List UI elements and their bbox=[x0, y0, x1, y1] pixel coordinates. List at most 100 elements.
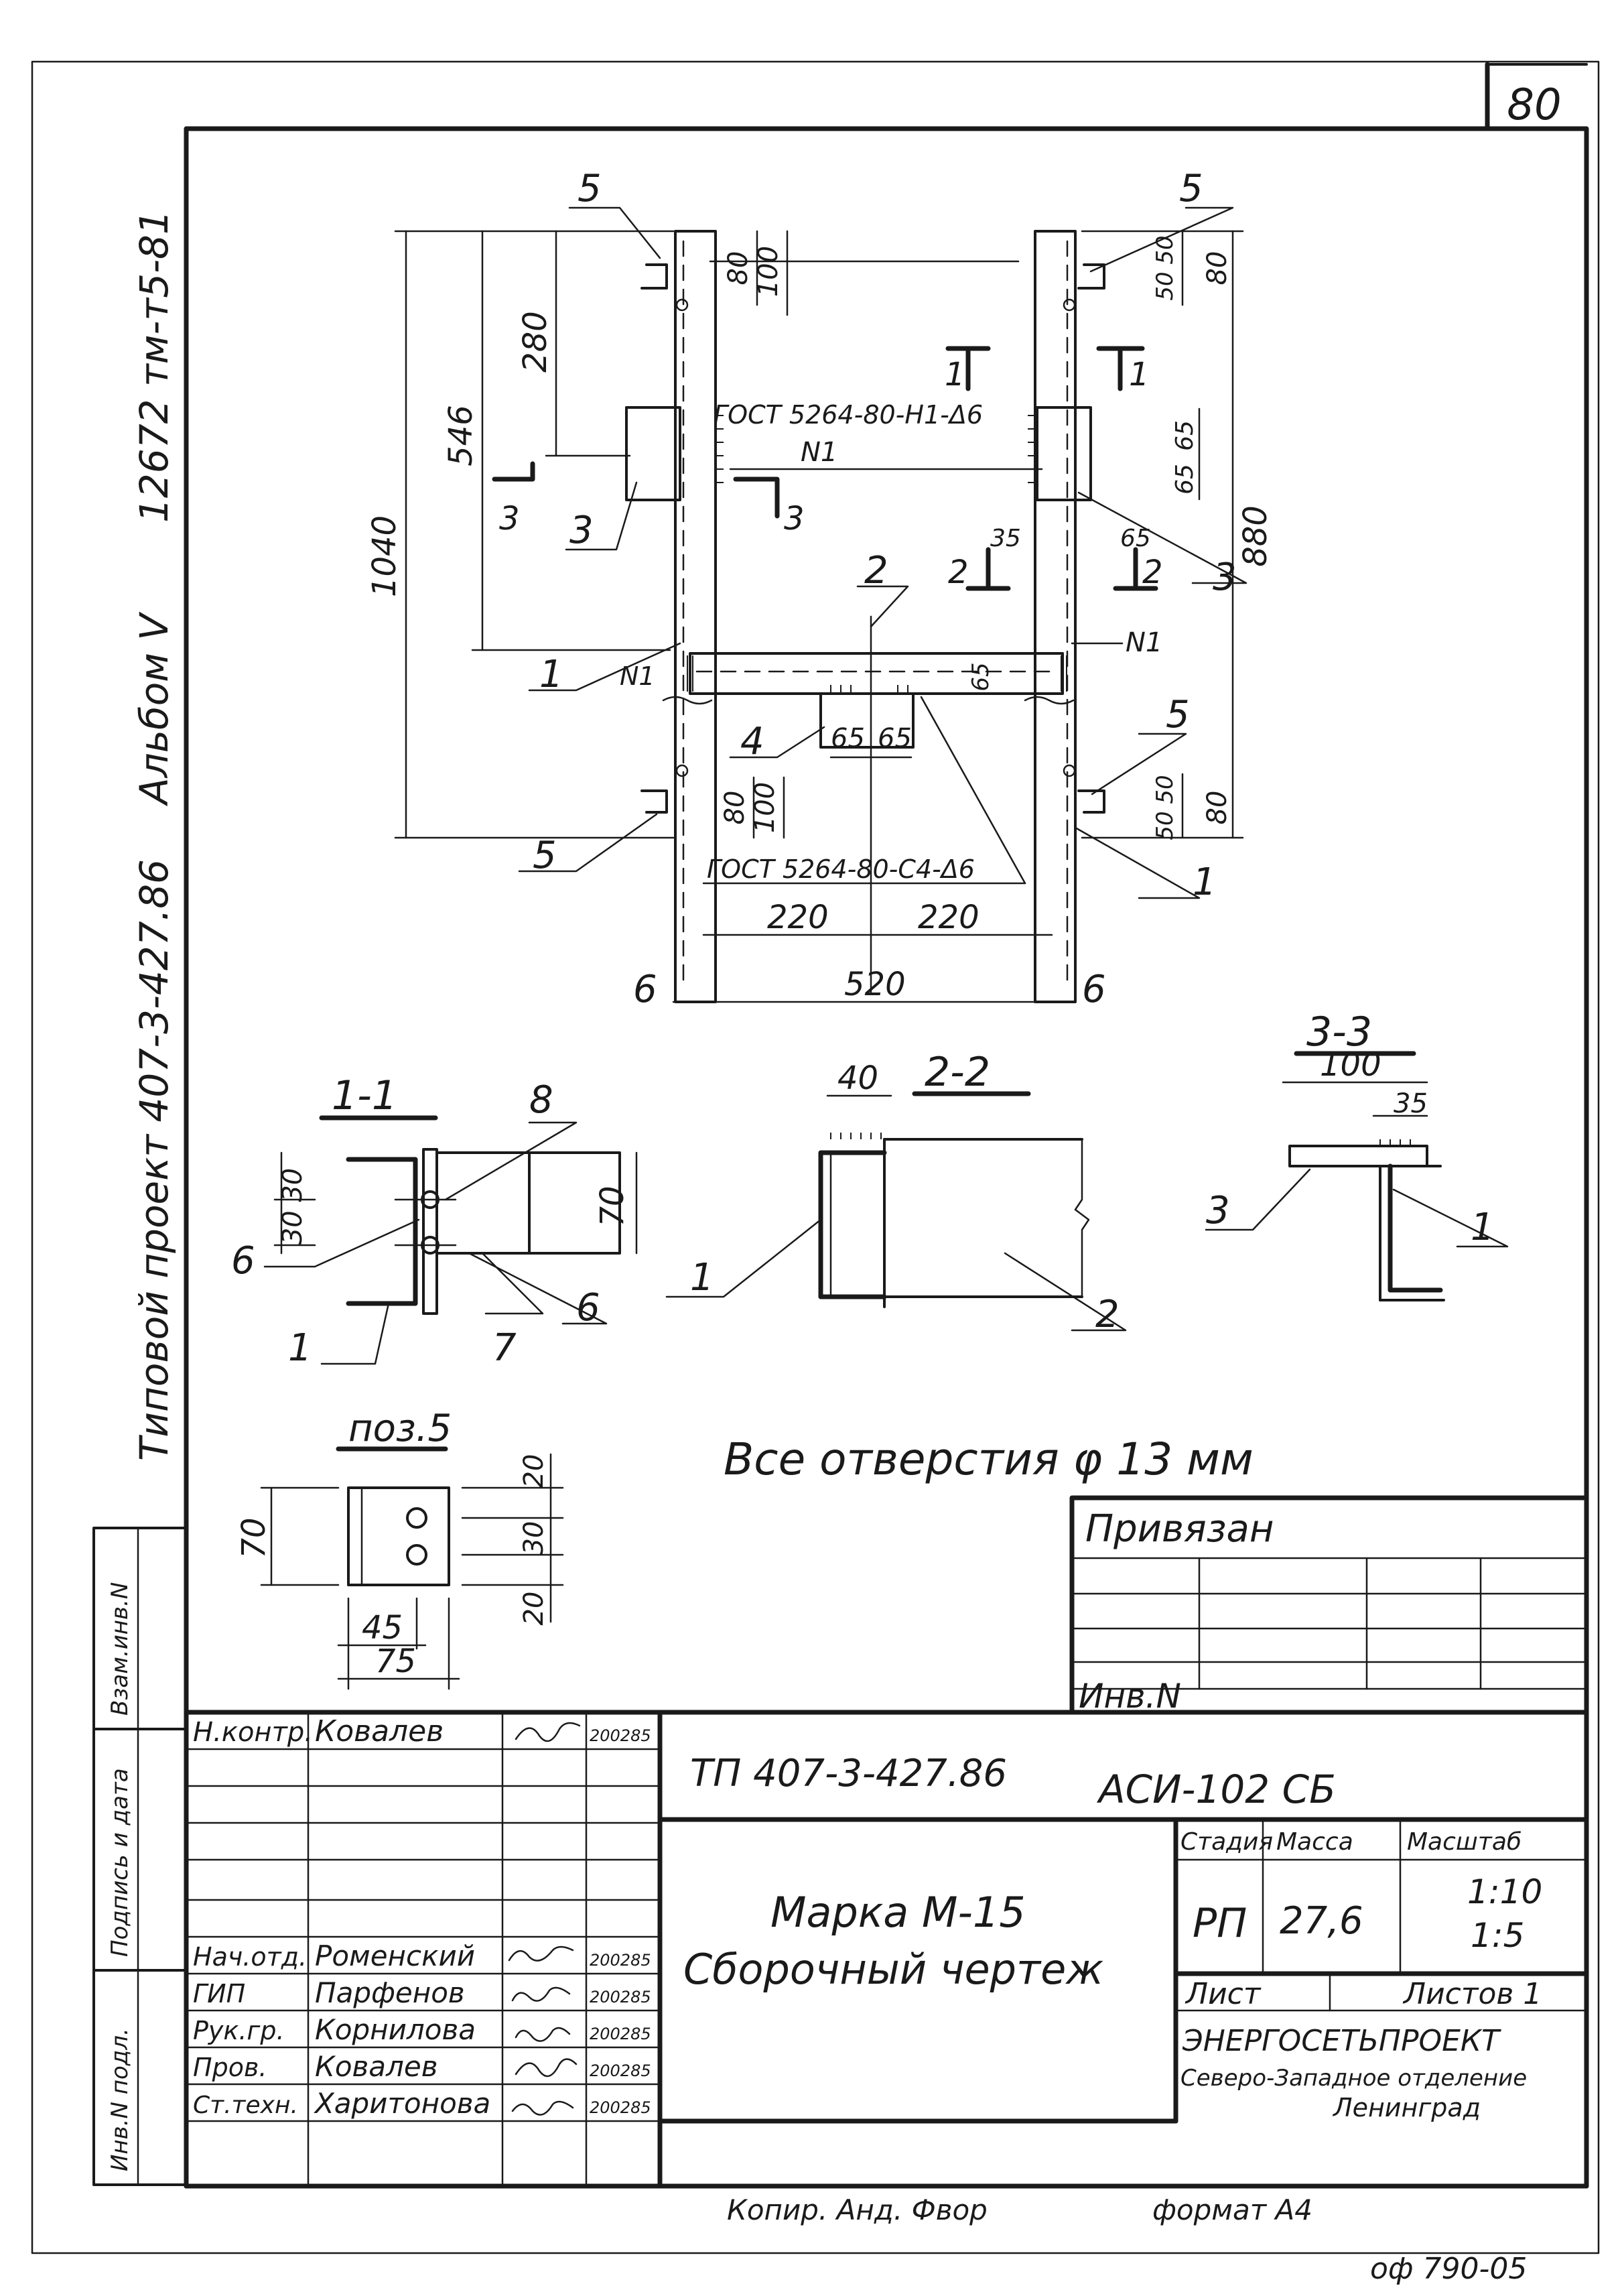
signer-3-name: Корнилова bbox=[315, 2013, 476, 2046]
weld-n1-right: N1 bbox=[1126, 627, 1162, 658]
side-vzam: Взам.инв.N bbox=[107, 1582, 133, 1716]
copied-by: Копир. Анд. Фвор bbox=[727, 2193, 988, 2226]
dim-280: 280 bbox=[517, 311, 554, 373]
side-podpis: Подпись и дата bbox=[107, 1768, 133, 1957]
signer-5-name: Харитонова bbox=[314, 2087, 490, 2120]
page-number: 80 bbox=[1507, 80, 1561, 130]
binding-title: Привязан bbox=[1085, 1507, 1274, 1551]
pos-4: 4 bbox=[740, 720, 764, 763]
pos-5-top-left: 5 bbox=[578, 167, 602, 210]
pos-2-beam: 2 bbox=[864, 549, 888, 592]
section-1-1-title: 1-1 bbox=[332, 1072, 397, 1119]
binding-inv: Инв.N bbox=[1079, 1677, 1181, 1716]
dim-65-b: 65 bbox=[1171, 464, 1199, 495]
pos-6-left: 6 bbox=[633, 968, 657, 1011]
section-1-1: 1-1 30 30 70 6 6 7 1 8 bbox=[231, 1072, 638, 1370]
gost-top: ГОСТ 5264-80-Н1-Δ6 bbox=[714, 400, 983, 430]
signer-4-name: Ковалев bbox=[315, 2050, 437, 2083]
dim-220-right: 220 bbox=[918, 899, 979, 936]
signer-4-role: Пров. bbox=[193, 2053, 267, 2082]
section-3-3-title: 3-3 bbox=[1306, 1009, 1372, 1056]
binding-box: Привязан Инв.N bbox=[1069, 1495, 1589, 1716]
dim-35-sec33: 35 bbox=[1394, 1088, 1428, 1119]
tb-org1: ЭНЕРГОСЕТЬПРОЕКТ bbox=[1182, 2024, 1501, 2058]
pos-6-sec11-left: 6 bbox=[231, 1239, 255, 1283]
signer-1-name: Роменский bbox=[315, 1939, 475, 1972]
tb-sheet-label: Лист bbox=[1185, 1977, 1262, 2011]
dim-80-bottom-right: 80 bbox=[1202, 791, 1233, 825]
pos5-detail: поз.5 70 20 30 20 45 75 bbox=[235, 1407, 564, 1690]
dim-50-50-bottom-right: 50 50 bbox=[1152, 775, 1178, 840]
tb-name-line2: Сборочный чертеж bbox=[683, 1945, 1103, 1994]
pos-3-right: 3 bbox=[1213, 556, 1237, 599]
dim-20-bottom: 20 bbox=[519, 1592, 549, 1626]
format-note: формат А4 bbox=[1152, 2193, 1312, 2226]
dim-70-pos5: 70 bbox=[235, 1517, 273, 1558]
dim-65-d: 65 bbox=[967, 662, 994, 691]
album-code-vertical: 12672 тм-т5-81 bbox=[131, 210, 177, 523]
album-vertical: Альбом V bbox=[131, 611, 177, 807]
signer-4-date: 200285 bbox=[590, 2061, 651, 2080]
tb-mass-label: Масса bbox=[1276, 1828, 1353, 1856]
dim-30-30: 30 30 bbox=[277, 1168, 308, 1245]
tb-stage: РП bbox=[1193, 1900, 1247, 1947]
signatures bbox=[508, 1722, 581, 2116]
title-block: Н.контр. Ковалев 200285 Нач.отд. Роменск… bbox=[184, 1710, 1589, 2189]
tb-scale1: 1:10 bbox=[1467, 1872, 1542, 1911]
pos-5-top-right: 5 bbox=[1179, 167, 1203, 210]
section-2-2-title: 2-2 bbox=[925, 1049, 990, 1096]
dim-100-top-left: 100 bbox=[753, 246, 784, 297]
signer-2-date: 200285 bbox=[590, 1988, 651, 2006]
pos-7: 7 bbox=[492, 1326, 517, 1370]
cut-2-left: 2 bbox=[948, 554, 969, 591]
signer-3-date: 200285 bbox=[590, 2025, 651, 2043]
tb-project: ТП 407-3-427.86 bbox=[690, 1752, 1007, 1795]
pos-1-right: 1 bbox=[1193, 860, 1217, 904]
pos-3-sec33: 3 bbox=[1206, 1189, 1230, 1232]
tb-stage-label: Стадия bbox=[1180, 1828, 1273, 1856]
tb-mass: 27,6 bbox=[1280, 1899, 1363, 1943]
signer-0-role: Н.контр. bbox=[193, 1717, 313, 1748]
tb-org3: Ленинград bbox=[1332, 2093, 1481, 2122]
cut-3-left: 3 bbox=[499, 500, 520, 537]
holes-note: Все отверстия φ 13 мм bbox=[724, 1433, 1254, 1485]
dim-100-bottom-left: 100 bbox=[750, 782, 781, 833]
cut-2-right: 2 bbox=[1142, 554, 1163, 591]
pos-1-sec11: 1 bbox=[288, 1326, 312, 1370]
tb-sheets-label: Листов 1 bbox=[1402, 1977, 1542, 2011]
dim-100-sec33: 100 bbox=[1320, 1046, 1381, 1084]
dim-20-top: 20 bbox=[519, 1454, 549, 1488]
pos-1-sec22: 1 bbox=[690, 1256, 714, 1299]
pos-5-bottom-left: 5 bbox=[533, 834, 557, 877]
tb-scale-label: Масштаб bbox=[1407, 1828, 1522, 1856]
dim-880: 880 bbox=[1237, 505, 1274, 567]
side-inv-podl: Инв.N подл. bbox=[107, 2028, 133, 2171]
cut-3-right: 3 bbox=[784, 500, 805, 537]
project-vertical: Типовой проект 407-3-427.86 bbox=[131, 859, 177, 1461]
dim-50-50-top-right: 50 50 bbox=[1152, 235, 1178, 300]
signer-1-date: 200285 bbox=[590, 1951, 651, 1970]
dim-45: 45 bbox=[362, 1609, 403, 1647]
dim-80-top-left: 80 bbox=[723, 251, 754, 285]
dim-80-top-right: 80 bbox=[1202, 251, 1233, 285]
pos-6-sec11-right: 6 bbox=[576, 1286, 600, 1330]
dim-1040: 1040 bbox=[366, 515, 403, 597]
pos-8: 8 bbox=[529, 1078, 553, 1122]
tb-code: АСИ-102 СБ bbox=[1096, 1767, 1336, 1812]
dim-65-e: 65 bbox=[831, 723, 865, 754]
tb-org2: Северо-Западное отделение bbox=[1180, 2065, 1527, 2092]
tb-scale2: 1:5 bbox=[1471, 1916, 1524, 1955]
pos-2-sec22: 2 bbox=[1095, 1293, 1120, 1336]
signer-2-name: Парфенов bbox=[315, 1976, 465, 2009]
dim-65-f: 65 bbox=[878, 723, 912, 754]
main-view: 1040 5 4 6 280 80 100 80 100 50 50 80 50 5… bbox=[366, 167, 1274, 1011]
cut-1-left: 1 bbox=[945, 356, 965, 393]
dim-40: 40 bbox=[837, 1060, 878, 1097]
signer-3-role: Рук.гр. bbox=[193, 2016, 285, 2045]
section-2-2: 2-2 40 1 2 bbox=[665, 1049, 1127, 1336]
pos-3-left: 3 bbox=[569, 509, 594, 552]
dim-30-pos5: 30 bbox=[519, 1521, 549, 1555]
signer-5-date: 200285 bbox=[590, 2098, 651, 2117]
dim-75: 75 bbox=[375, 1643, 416, 1680]
